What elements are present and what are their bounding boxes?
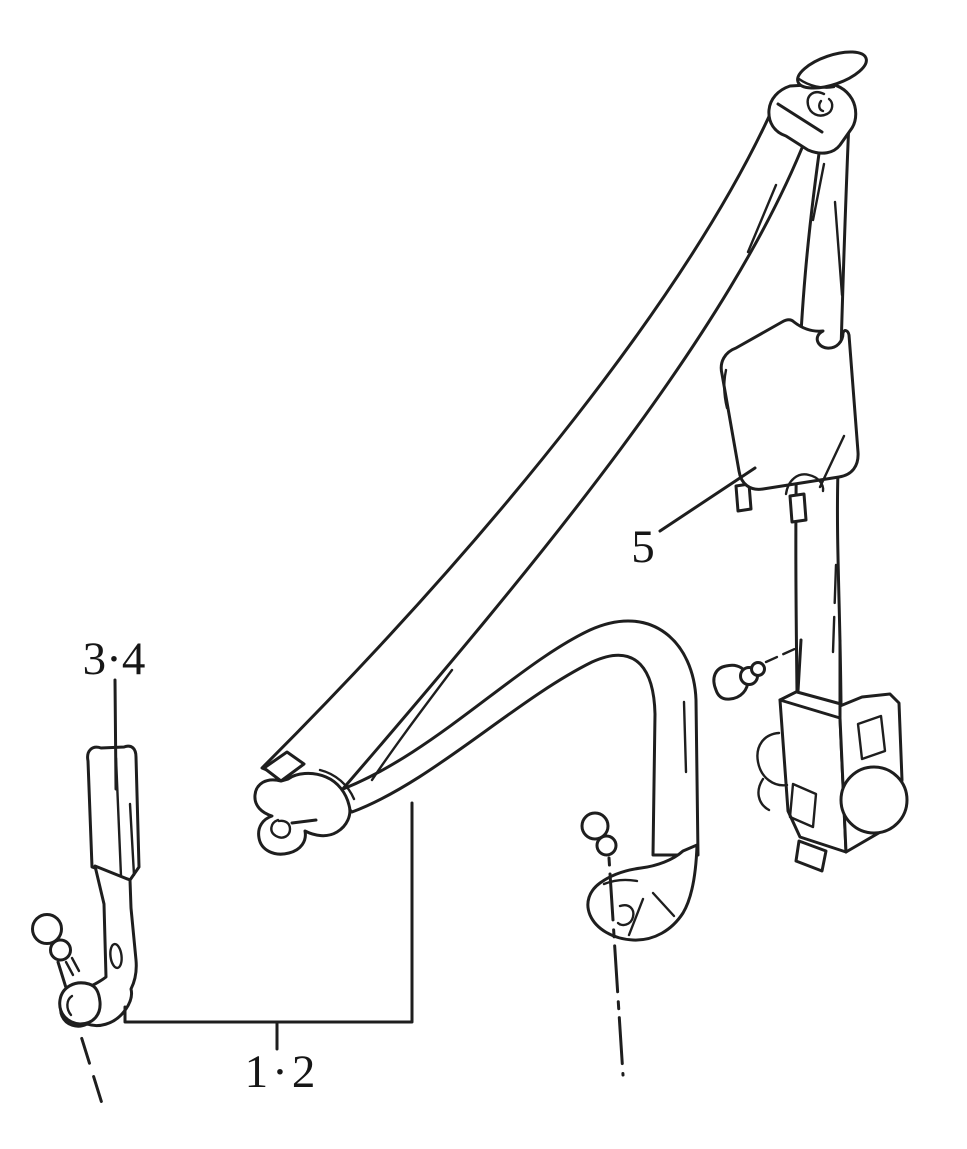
tongue-plate [253, 750, 356, 856]
retractor-belt-slot-left [778, 638, 803, 702]
bolt-washer-lap [595, 834, 618, 857]
anchor-bolt-lap [580, 811, 625, 1077]
bolt-head-lap [580, 811, 610, 841]
retractor [756, 638, 909, 873]
anchor-bolt-left [31, 913, 106, 1112]
lap-belt-seam [682, 700, 688, 774]
bolt-thread-left [64, 956, 81, 977]
bolt-axis-left [56, 960, 106, 1112]
pad-edge-double [723, 368, 729, 410]
lap-anchor-plate [586, 843, 699, 942]
retractor-bolt [712, 645, 801, 701]
upper-anchor-plate [767, 82, 858, 155]
upper-anchor-curl-inner [818, 99, 825, 113]
lap-anchor-end [586, 843, 699, 942]
anchor-bolt-hole [109, 942, 123, 970]
tongue-curl [270, 818, 292, 839]
upper-anchor-cap-rim [797, 77, 836, 89]
retractor-hole-right [856, 714, 887, 761]
floor-anchor-bracket [58, 744, 141, 1028]
lap-anchor-fold-line [651, 891, 676, 918]
tongue-tab [262, 750, 306, 783]
anchor-belt-sleeve [86, 744, 141, 882]
retractor-side-bracket-upper [756, 731, 789, 787]
pad-fold-line [818, 434, 846, 489]
retractor-spool [839, 765, 909, 835]
lap-anchor-hole [616, 904, 635, 927]
sleeve-edge-double [128, 802, 136, 877]
shoulder-belt-edge-double [370, 668, 454, 782]
tongue-slot [290, 818, 318, 825]
pad-tab-right [788, 492, 808, 524]
part-label-5: 5 [631, 521, 655, 573]
annotations: 3·4 5 1·2 [83, 466, 757, 1098]
toe-inner-arc [66, 994, 74, 1017]
tongue-body [253, 771, 352, 856]
retractor-foot [794, 839, 828, 873]
upper-anchor [767, 50, 868, 155]
leader-5 [658, 466, 757, 533]
anchor-toe-knob [58, 981, 102, 1026]
lap-anchor-top-edge [602, 878, 639, 886]
tongue-belt-fold [318, 768, 356, 801]
retractor-side-bracket-lower [757, 777, 771, 812]
vertical-belt-edge-double [833, 200, 844, 297]
part-label-1-2: 1·2 [245, 1046, 320, 1098]
upper-anchor-belt-curl [806, 91, 834, 117]
retractor-hole-left [788, 782, 818, 829]
upper-anchor-bolt-cap [796, 50, 868, 90]
upper-anchor-belt-fold-line [776, 102, 824, 134]
leader-3-4 [113, 678, 118, 791]
lap-anchor-slash [627, 897, 645, 937]
vertical-belt-hidden-edge [831, 563, 838, 654]
retractor-left-face [778, 698, 848, 854]
belt-pad [719, 318, 860, 524]
leader-bracket-1-2 [123, 801, 414, 1024]
bolt-washer-left [49, 938, 72, 962]
vertical-belt-seam-top [811, 162, 826, 222]
bolt-ring-retractor-2 [750, 661, 766, 677]
bolt-axis-lap [607, 856, 625, 1077]
shoulder-belt-seam-upper [746, 183, 778, 254]
part-label-3-4: 3·4 [83, 633, 146, 685]
bolt-head-left [31, 913, 63, 945]
bolt-axis-retractor [764, 645, 801, 664]
pad-body [719, 318, 860, 491]
lap-belt [330, 619, 700, 857]
